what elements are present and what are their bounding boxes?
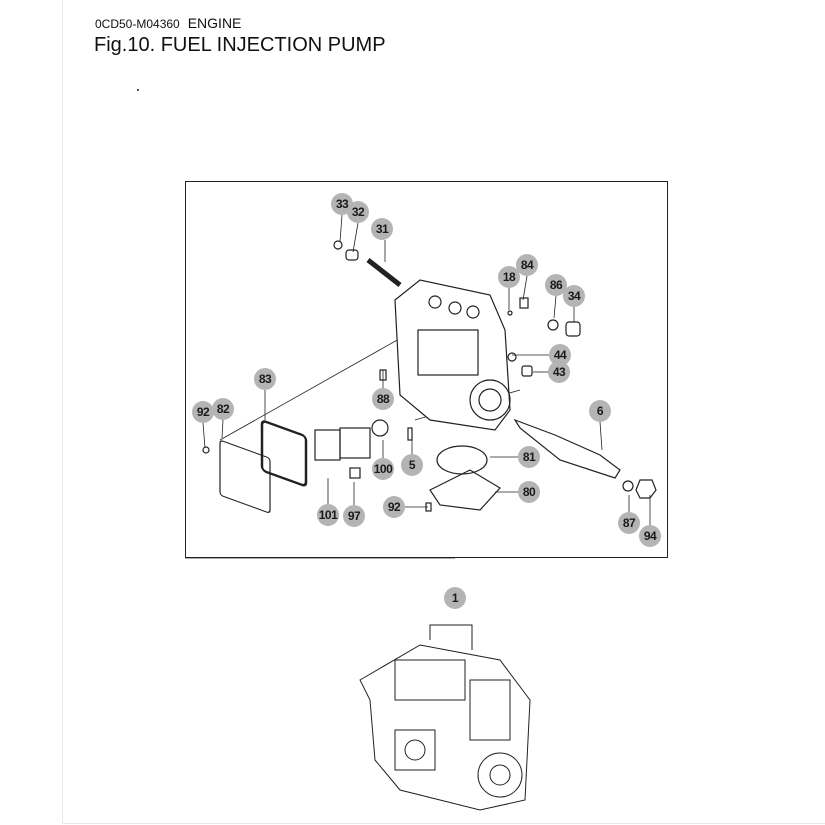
- callout-92-left: 92: [192, 401, 214, 423]
- callout-5: 5: [401, 454, 423, 476]
- callout-88: 88: [372, 388, 394, 410]
- callout-86: 86: [545, 274, 567, 296]
- assembled-pump: [359, 624, 531, 811]
- callout-92-bottom: 92: [383, 496, 405, 518]
- callout-1: 1: [444, 587, 466, 609]
- callout-80: 80: [518, 481, 540, 503]
- callout-87: 87: [618, 512, 640, 534]
- callout-81: 81: [518, 446, 540, 468]
- page-border: [62, 0, 825, 824]
- callout-6: 6: [589, 400, 611, 422]
- callout-83: 83: [254, 368, 276, 390]
- section-name: ENGINE: [187, 15, 242, 31]
- callout-100: 100: [372, 458, 394, 480]
- callout-43: 43: [548, 361, 570, 383]
- doc-code: 0CD50-M04360: [95, 17, 180, 31]
- leader-lines: [185, 214, 651, 559]
- callout-34: 34: [563, 285, 585, 307]
- exploded-view-frame: [185, 181, 668, 558]
- callout-97: 97: [343, 505, 365, 527]
- callout-31: 31: [371, 218, 393, 240]
- callout-101: 101: [317, 504, 339, 526]
- stray-mark: [137, 89, 139, 91]
- callout-18: 18: [498, 266, 520, 288]
- small-parts: [202, 240, 657, 514]
- callout-82: 82: [212, 398, 234, 420]
- callout-84: 84: [516, 254, 538, 276]
- pump-body: [394, 279, 511, 431]
- figure-title: Fig.10. FUEL INJECTION PUMP: [94, 34, 386, 56]
- callout-32: 32: [347, 201, 369, 223]
- document-header: 0CD50-M04360 ENGINE: [95, 15, 241, 31]
- callout-44: 44: [549, 344, 571, 366]
- callout-94: 94: [639, 525, 661, 547]
